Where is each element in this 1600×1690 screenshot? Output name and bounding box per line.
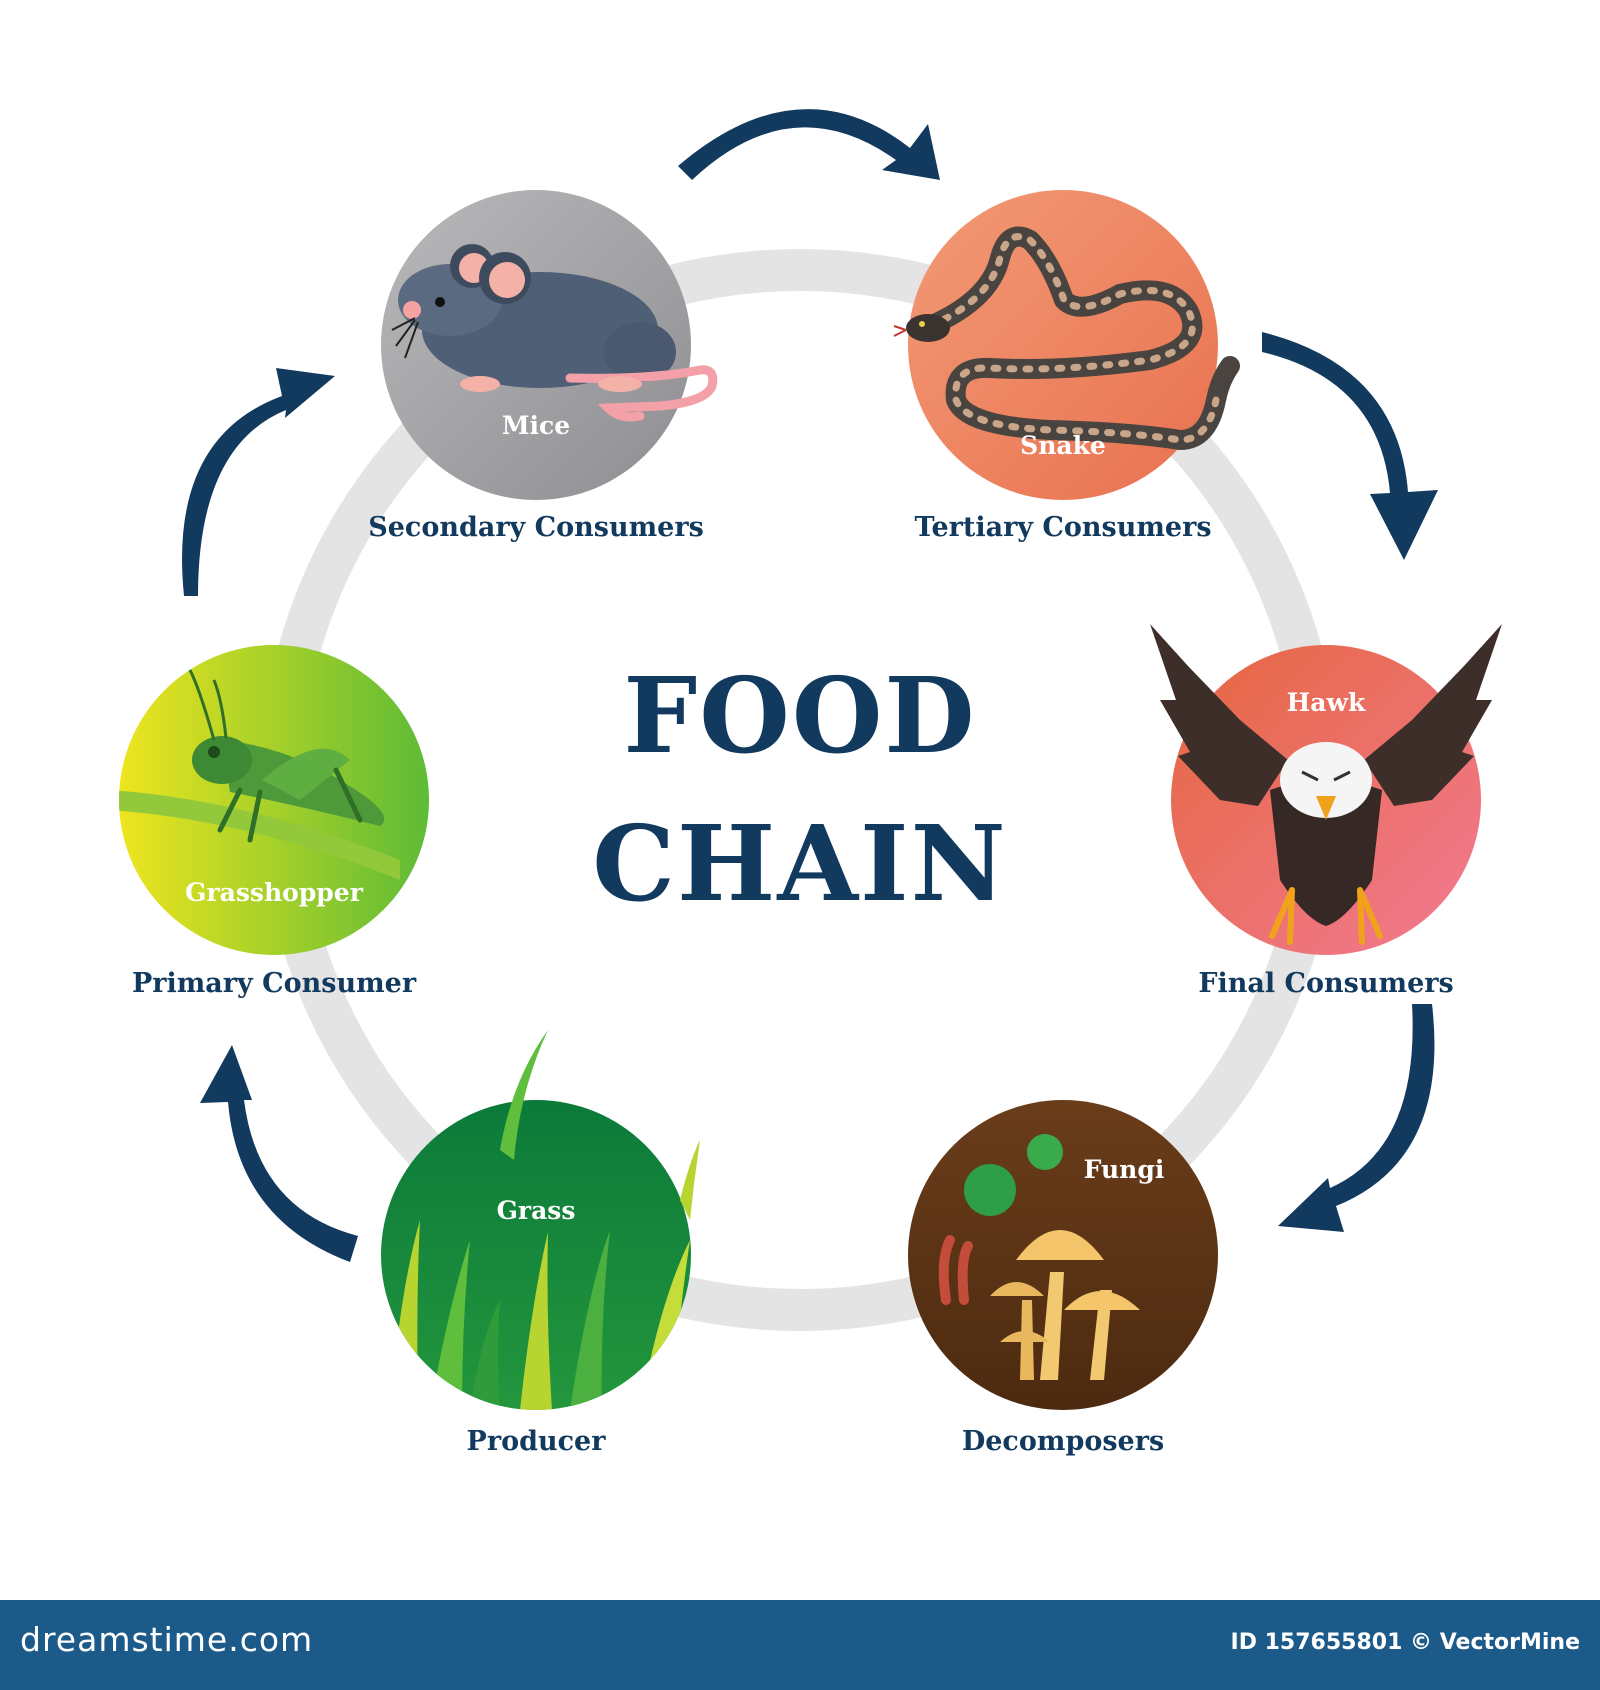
arrow-primary-to-secondary <box>182 368 335 596</box>
mice-label: Mice <box>502 411 570 440</box>
mouse-icon <box>391 244 718 422</box>
grass-label: Grass <box>497 1196 576 1225</box>
arrow-final-to-decomposers <box>1278 1004 1435 1232</box>
image-credit: ID 157655801 © VectorMine <box>1230 1630 1580 1655</box>
arrow-producer-to-primary <box>200 1045 358 1262</box>
flow-arrows <box>182 109 1438 1262</box>
stage-secondary-consumers: Mice Secondary Consumers <box>368 190 718 543</box>
grasshopper-icon <box>119 669 400 880</box>
arrow-secondary-to-tertiary <box>678 109 940 180</box>
mushroom-icon <box>938 1134 1140 1380</box>
decomposers-label: Decomposers <box>962 1426 1164 1457</box>
secondary-consumers-label: Secondary Consumers <box>368 512 704 543</box>
title-line-1: FOOD <box>623 654 976 777</box>
hawk-label: Hawk <box>1287 688 1366 717</box>
snake-label: Snake <box>1020 431 1106 460</box>
stage-tertiary-consumers: Snake Tertiary Consumers <box>893 190 1240 543</box>
food-chain-diagram: Mice Secondary Consumers Snake Tertiary … <box>119 109 1502 1457</box>
grasshopper-label: Grasshopper <box>185 878 364 907</box>
primary-consumer-label: Primary Consumer <box>132 968 417 999</box>
footer-bar: dreamstime.com ID 157655801 © VectorMine <box>0 1600 1600 1690</box>
final-consumers-label: Final Consumers <box>1198 968 1453 999</box>
stage-producer: Grass Producer <box>381 1030 700 1457</box>
brand-name[interactable]: dreamstime.com <box>20 1620 314 1659</box>
arrow-tertiary-to-final <box>1262 332 1438 560</box>
fungi-label: Fungi <box>1084 1155 1165 1184</box>
stage-final-consumers: Hawk Final Consumers <box>1150 624 1502 999</box>
snake-icon <box>893 226 1240 450</box>
tertiary-consumers-label: Tertiary Consumers <box>914 512 1211 543</box>
title-line-2: CHAIN <box>592 802 1007 925</box>
producer-label: Producer <box>467 1426 607 1457</box>
stage-decomposers: Fungi Decomposers <box>908 1100 1218 1457</box>
hawk-icon <box>1150 624 1502 945</box>
stage-primary-consumer: Grasshopper Primary Consumer <box>119 645 429 999</box>
